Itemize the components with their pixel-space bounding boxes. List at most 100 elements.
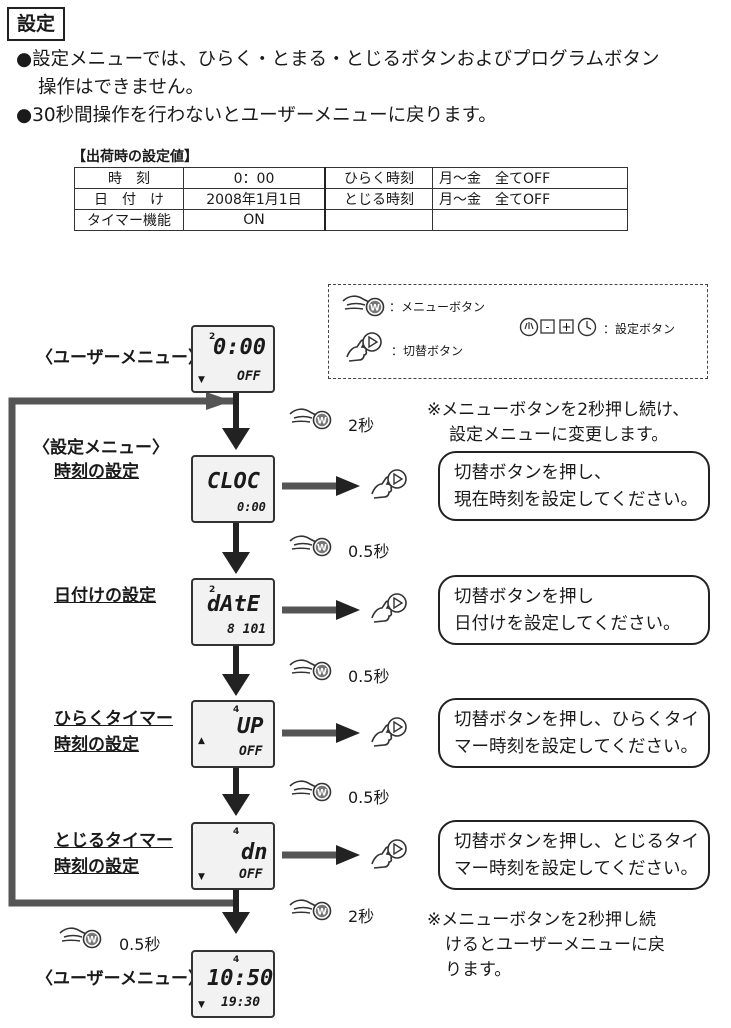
menu-button-icon (289, 535, 332, 557)
setting-buttons-icon: - + (519, 317, 597, 337)
lcd-indicator: 4 (233, 827, 240, 837)
user-menu-top-label: 〈ユーザーメニュー〉 (36, 348, 205, 368)
lcd-clock: CLOC 0:00 (191, 455, 275, 523)
bullet-1-line2: 操作はできません。 (38, 77, 204, 98)
step-clock-name: 時刻の設定 (54, 462, 139, 482)
table-cell: ON (183, 209, 326, 231)
lcd-sub-text: OFF (239, 744, 263, 759)
plus-key-label: + (561, 320, 571, 334)
press-duration-label: 2秒 (348, 907, 375, 926)
note-bottom-line2: けるとユーザーメニューに戻 (445, 935, 665, 955)
lcd-close-timer: 4 dn ▼ OFF (191, 822, 275, 890)
step-name-line2: 時刻の設定 (54, 735, 139, 755)
table-cell: 日 付 け (74, 188, 184, 210)
note-bottom: ※メニューボタンを2秒押し続 けるとユーザーメニューに戻 ります。 (427, 908, 665, 983)
table-cell: ひらく時刻 (324, 167, 433, 189)
note-top-line2: 設定メニューに変更します。 (449, 425, 669, 445)
table-cell (432, 209, 628, 231)
step-date-name: 日付けの設定 (54, 586, 156, 606)
instruction-line1: 切替ボタンを押し、ひらくタイ (454, 710, 699, 730)
lcd-sub-text: OFF (239, 867, 263, 882)
lcd-sub-text: 0:00 (237, 500, 266, 514)
bullet-2: ●30秒間操作を行わないとユーザーメニューに戻ります。 (16, 102, 497, 130)
defaults-heading: 【出荷時の設定値】 (72, 149, 198, 165)
press-duration-label: 0.5秒 (348, 667, 390, 686)
press-duration-label: 0.5秒 (119, 935, 161, 954)
press-duration-label: 0.5秒 (348, 788, 390, 807)
switch-button-icon (371, 469, 407, 499)
note-bottom-line1: ※メニューボタンを2秒押し続 (427, 910, 657, 930)
lcd-indicator: 2 (209, 332, 216, 342)
press-duration-label: 2秒 (348, 416, 375, 435)
table-row: タイマー機能 ON (74, 209, 628, 231)
instruction-line2: 日付けを設定してください。 (454, 614, 681, 634)
legend-menu-button: ：メニューボタン (389, 300, 486, 314)
lcd-arrow: ▼ (198, 872, 205, 882)
table-cell: タイマー機能 (74, 209, 184, 231)
instruction-line2: 現在時刻を設定してください。 (454, 490, 698, 510)
note-top-line1: ※メニューボタンを2秒押し続け、 (427, 400, 690, 420)
menu-button-icon (289, 408, 332, 430)
lcd-sub-text: OFF (237, 369, 261, 384)
step-open-timer-name: ひらくタイマー 時刻の設定 (54, 706, 173, 758)
instruction-line2: マー時刻を設定してください。 (454, 859, 698, 879)
defaults-table: 時 刻 0：00 ひらく時刻 月～金 全てOFF 日 付 け 2008年1月1日… (74, 167, 628, 231)
lcd-date: 2 dAtE 8 101 (191, 578, 275, 646)
switch-button-icon (371, 717, 407, 747)
legend-switch-button: ：切替ボタン (391, 344, 464, 358)
instruction-line2: マー時刻を設定してください。 (454, 737, 698, 757)
user-menu-bottom-label: 〈ユーザーメニュー〉 (36, 969, 205, 989)
lcd-sub-text: 19:30 (221, 995, 261, 1010)
lcd-main-text: UP (237, 714, 264, 739)
note-bottom-line3: ります。 (445, 960, 512, 980)
lcd-main-text: dAtE (207, 592, 260, 617)
instruction-line1: 切替ボタンを押し、 (454, 463, 612, 483)
switch-button-icon (371, 839, 407, 869)
lcd-indicator: 4 (233, 705, 240, 715)
step-date-instruction: 切替ボタンを押し 日付けを設定してください。 (438, 575, 710, 645)
menu-button-icon (59, 927, 102, 949)
section-title: 設定 (7, 7, 65, 41)
instruction-line1: 切替ボタンを押し、とじるタイ (454, 832, 699, 852)
legend-setting-buttons: ：設定ボタン (603, 322, 676, 336)
switch-button-icon (371, 593, 407, 623)
bullet-1-line1: ●設定メニューでは、ひらく・とまる・とじるボタンおよびプログラムボタン (16, 49, 660, 70)
table-row: 日 付 け 2008年1月1日 とじる時刻 月～金 全てOFF (74, 188, 628, 210)
menu-button-icon (289, 780, 332, 802)
lcd-indicator: 2 (209, 585, 216, 595)
note-top: ※メニューボタンを2秒押し続け、 設定メニューに変更します。 (427, 398, 689, 448)
step-open-timer-instruction: 切替ボタンを押し、ひらくタイ マー時刻を設定してください。 (438, 698, 710, 768)
bullet-2-line1: ●30秒間操作を行わないとユーザーメニューに戻ります。 (16, 105, 497, 126)
lcd-arrow: ▼ (198, 375, 205, 385)
bullet-1: ●設定メニューでは、ひらく・とまる・とじるボタンおよびプログラムボタン 操作はで… (16, 46, 659, 102)
table-cell: 2008年1月1日 (183, 188, 326, 210)
menu-button-icon (289, 899, 332, 921)
lcd-indicator: 4 (233, 955, 240, 965)
lcd-user-menu-top: 2 0:00 ▼ OFF (191, 325, 275, 393)
lcd-user-menu-bottom: 4 10:50 ▼ 19:30 (191, 950, 275, 1018)
step-name-line2: 時刻の設定 (54, 857, 139, 877)
instruction-line1: 切替ボタンを押し (454, 587, 594, 607)
lcd-sub-text: 8 101 (227, 622, 267, 637)
menu-button-icon (289, 659, 332, 681)
table-cell: 0：00 (183, 167, 326, 189)
lcd-arrow: ▲ (198, 736, 205, 746)
step-name-line1: ひらくタイマー (54, 709, 173, 729)
step-close-timer-instruction: 切替ボタンを押し、とじるタイ マー時刻を設定してください。 (438, 820, 710, 890)
lcd-main-text: 0:00 (213, 335, 266, 360)
table-cell: 月～金 全てOFF (432, 188, 628, 210)
lcd-main-text: CLOC (207, 469, 260, 494)
minus-key-label: - (546, 321, 550, 334)
lcd-main-text: dn (241, 840, 268, 865)
lcd-main-text: 10:50 (207, 966, 274, 991)
legend-box: ：メニューボタン ：切替ボタン - + ：設定ボタン (328, 284, 708, 379)
settings-menu-label: 〈設定メニュー〉 (33, 438, 169, 458)
table-cell: 時 刻 (74, 167, 184, 189)
lcd-arrow: ▼ (198, 1000, 205, 1010)
step-name-line1: とじるタイマー (54, 831, 173, 851)
press-duration-label: 0.5秒 (348, 542, 390, 561)
lcd-open-timer: 4 UP ▲ OFF (191, 700, 275, 768)
step-close-timer-name: とじるタイマー 時刻の設定 (54, 828, 173, 880)
table-cell: とじる時刻 (324, 188, 433, 210)
